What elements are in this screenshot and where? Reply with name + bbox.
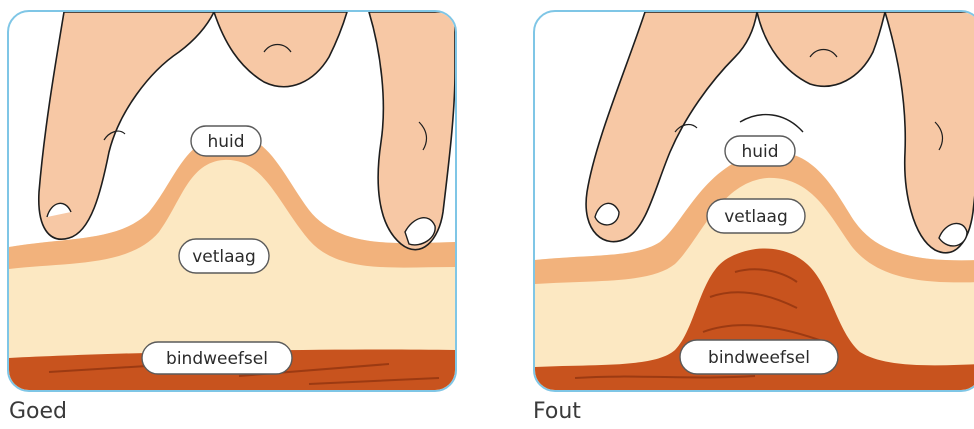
svg-text:huid: huid [207,132,244,152]
illustration-incorrect: huid vetlaag bindweefsel [535,12,974,390]
finger-right [369,12,455,250]
svg-text:huid: huid [741,142,778,162]
svg-text:bindweefsel: bindweefsel [708,348,810,368]
svg-text:bindweefsel: bindweefsel [166,349,268,369]
hand-top [214,12,347,87]
label-connective: bindweefsel [142,342,292,374]
label-skin: huid [725,136,795,166]
label-fat: vetlaag [707,199,805,233]
svg-text:vetlaag: vetlaag [724,207,788,227]
panel-incorrect: huid vetlaag bindweefsel [533,10,974,392]
illustration-correct: huid vetlaag bindweefsel [9,12,455,390]
caption-correct: Goed [9,399,67,424]
panel-correct: huid vetlaag bindweefsel [7,10,457,392]
caption-incorrect: Fout [533,399,581,424]
label-skin: huid [191,126,261,156]
svg-text:vetlaag: vetlaag [192,247,256,267]
label-connective: bindweefsel [680,340,838,374]
label-fat: vetlaag [179,239,269,273]
finger-right [885,12,974,253]
